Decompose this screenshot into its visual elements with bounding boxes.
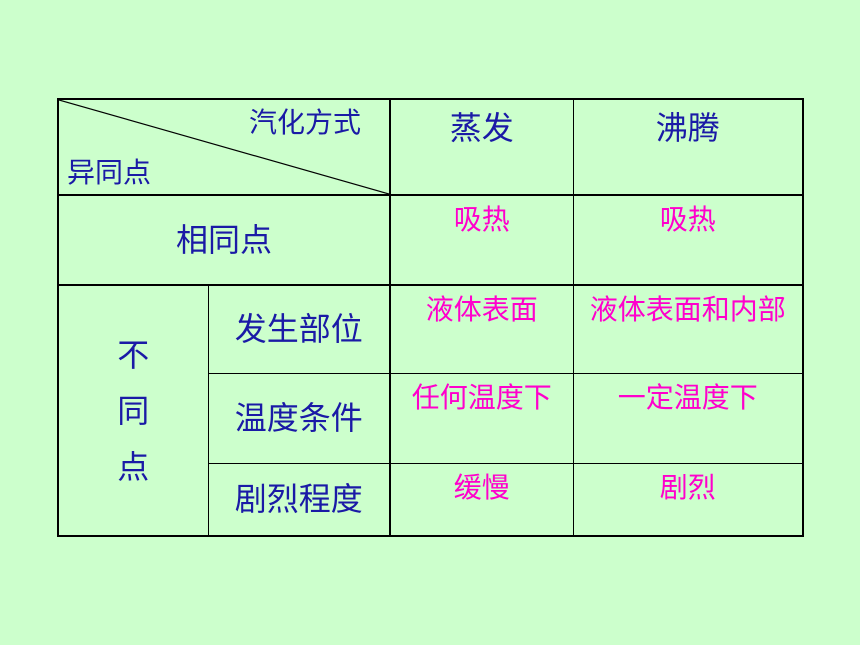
comparison-table: 汽化方式 异同点 蒸发 沸腾 相同点 吸热 吸热 不同点 发生部位 液体表面 (57, 98, 804, 537)
diff-row-evaporation-cell: 缓慢 (389, 462, 574, 537)
diff-row-evaporation-location: 液体表面 (425, 293, 538, 326)
diff-row-label-temperature: 温度条件 (234, 399, 363, 437)
same-row-boiling: 吸热 (659, 203, 716, 236)
header-evaporation-label: 蒸发 (449, 109, 514, 147)
header-boiling-label: 沸腾 (655, 109, 720, 147)
diff-row-evaporation-cell: 液体表面 (389, 284, 574, 374)
diff-row-evaporation-cell: 任何温度下 (389, 372, 574, 464)
diff-row-label-intensity: 剧烈程度 (234, 480, 363, 519)
diagonal-divider (59, 100, 389, 194)
diff-row-label-cell: 温度条件 (207, 372, 391, 464)
diff-row-boiling-temperature: 一定温度下 (617, 380, 758, 414)
diff-row-boiling-location: 液体表面和内部 (589, 293, 786, 326)
corner-top-label: 汽化方式 (248, 106, 361, 139)
header-boiling: 沸腾 (572, 98, 804, 196)
same-row-label: 相同点 (175, 221, 272, 259)
diff-row-evaporation-temperature: 任何温度下 (411, 380, 552, 414)
same-row-boiling-cell: 吸热 (572, 194, 804, 286)
diff-row-label-cell: 剧烈程度 (207, 462, 391, 537)
diff-group-label: 不同点 (117, 335, 150, 486)
diff-row-label-cell: 发生部位 (207, 284, 391, 374)
diff-row-boiling-cell: 液体表面和内部 (572, 284, 804, 374)
same-row-evaporation: 吸热 (453, 203, 510, 236)
diff-row-label-location: 发生部位 (234, 310, 363, 349)
diff-group-cell: 不同点 (57, 284, 209, 537)
corner-header-cell: 汽化方式 异同点 (57, 98, 391, 196)
same-row-evaporation-cell: 吸热 (389, 194, 574, 286)
same-row-label-cell: 相同点 (57, 194, 391, 286)
corner-bottom-label: 异同点 (67, 156, 152, 189)
diff-row-boiling-cell: 剧烈 (572, 462, 804, 537)
diff-row-boiling-cell: 一定温度下 (572, 372, 804, 464)
diff-row-evaporation-intensity: 缓慢 (453, 470, 510, 504)
header-evaporation: 蒸发 (389, 98, 574, 196)
diff-row-boiling-intensity: 剧烈 (659, 470, 716, 504)
